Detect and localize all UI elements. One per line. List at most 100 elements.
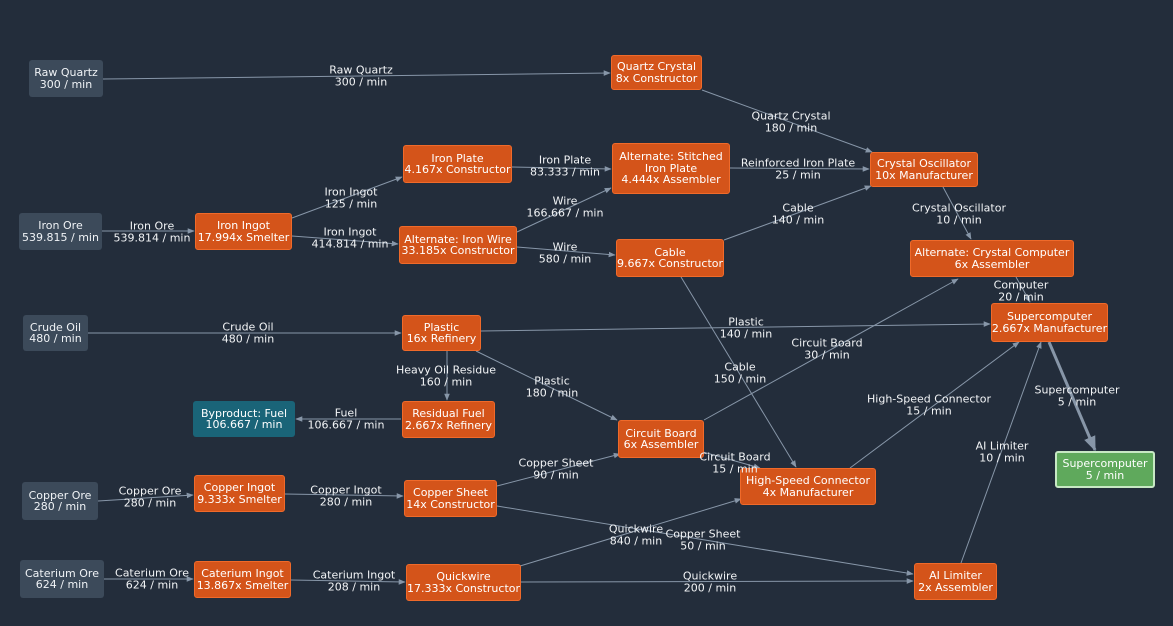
edge-label-cable-hsc: Cable 150 / min [713,360,767,385]
node-detail: 4.444x Assembler [621,173,721,187]
edge-circuit-hsc [702,451,761,469]
node-title: Alternate: Iron Wire [404,232,512,246]
node-detail: 33.185x Constructor [401,244,515,257]
edge-label-ai-limiter: AI Limiter 10 / min [975,439,1029,464]
node-crystal-oscillator[interactable]: Crystal Oscillator 10x Manufacturer [870,152,978,187]
node-title: Byproduct: Fuel [200,406,288,420]
node-title: Iron Ingot [217,219,270,232]
node-circuit-board[interactable]: Circuit Board 6x Assembler [618,420,704,458]
edge-label-iron-plate: Iron Plate 83.333 / min [530,153,600,178]
node-detail: 4.167x Constructor [404,163,511,176]
node-title: Caterium Ore [25,566,99,580]
edge-label-crude-oil: Crude Oil 480 / min [221,320,275,345]
node-alt-crystal-computer[interactable]: Alternate: Crystal Computer 6x Assembler [910,240,1074,277]
node-quartz-crystal[interactable]: Quartz Crystal 8x Constructor [611,55,702,90]
node-title: Caterium Ingot [201,567,284,580]
node-residual-fuel[interactable]: Residual Fuel 2.667x Refinery [402,401,495,438]
node-detail: 4x Manufacturer [762,485,854,499]
node-title: High-Speed Connector [746,474,870,487]
node-title: Cable [654,245,686,259]
edge-quickwire-ai [520,578,914,584]
node-title: AI Limiter [929,569,982,582]
node-title: Iron Plate [431,151,484,165]
node-title: Circuit Board [625,426,697,440]
edge-label-crystal-osc: Crystal Oscillator 10 / min [912,201,1006,226]
node-title: Crystal Oscillator [877,157,971,170]
node-copper-sheet[interactable]: Copper Sheet 14x Constructor [404,480,497,517]
node-alt-stitched-iron-plate[interactable]: Alternate: Stitched Iron Plate 4.444x As… [612,143,730,194]
edge-label-reinforced-iron-plate: Reinforced Iron Plate 25 / min [740,156,856,181]
node-title: Alternate: Crystal Computer [914,246,1070,259]
node-crude-oil[interactable]: Crude Oil 480 / min [23,315,88,351]
edge-label-supercomputer-out: Supercomputer 5 / min [1034,383,1120,408]
node-iron-ingot[interactable]: Iron Ingot 17.994x Smelter [195,213,292,250]
edge-label-plastic-super: Plastic 140 / min [719,315,773,340]
node-title: Residual Fuel [412,407,485,420]
node-title: Iron Ore [38,219,83,232]
node-caterium-ore[interactable]: Caterium Ore 624 / min [20,560,104,598]
node-raw-quartz[interactable]: Raw Quartz 300 / min [29,60,103,97]
node-title: Quickwire [436,570,491,583]
edge-label-quickwire-ai: Quickwire 200 / min [682,569,738,594]
edge-circuit-computer [703,278,959,421]
edge-label-plastic-circuit: Plastic 180 / min [525,374,579,399]
edge-iron-plate [511,166,612,172]
edge-copper-ingot [284,493,404,499]
node-title: Supercomputer [1062,457,1148,470]
node-copper-ore[interactable]: Copper Ore 280 / min [22,482,98,520]
node-rate: 106.667 / min [205,418,283,431]
edge-ai-limiter [960,341,1042,564]
edge-wire-stitched [516,187,612,233]
node-supercomputer[interactable]: Supercomputer 2.667x Manufacturer [991,303,1108,342]
node-title: Alternate: Stitched [619,150,723,164]
node-high-speed-connector[interactable]: High-Speed Connector 4x Manufacturer [740,468,876,505]
edge-label-copper-ore: Copper Ore 280 / min [118,484,182,509]
node-detail: 17.994x Smelter [197,230,290,244]
edge-label-wire-stitched: Wire 166.667 / min [526,194,604,219]
node-detail: 16x Refinery [406,332,477,345]
node-copper-ingot[interactable]: Copper Ingot 9.333x Smelter [194,475,285,512]
node-rate: 300 / min [39,77,93,91]
node-plastic[interactable]: Plastic 16x Refinery [402,315,481,351]
node-rate: 5 / min [1085,468,1125,482]
node-cable[interactable]: Cable 9.667x Constructor [616,239,724,277]
node-iron-plate[interactable]: Iron Plate 4.167x Constructor [403,145,512,183]
node-detail: 14x Constructor [406,497,495,511]
node-detail: 6x Assembler [623,438,699,451]
node-caterium-ingot[interactable]: Caterium Ingot 13.867x Smelter [194,561,291,598]
node-alt-iron-wire[interactable]: Alternate: Iron Wire 33.185x Constructor [399,226,517,264]
node-quickwire[interactable]: Quickwire 17.333x Constructor [406,564,521,601]
node-rate: 480 / min [29,332,82,345]
node-title: Copper Sheet [413,486,488,499]
edge-label-iron-ore: Iron Ore 539.814 / min [113,219,191,244]
edge-hsc-super [849,341,1020,469]
node-detail: 10x Manufacturer [875,168,973,182]
node-rate: 280 / min [33,500,87,513]
node-detail: 9.333x Smelter [197,492,282,506]
edge-label-quartz-crystal: Quartz Crystal 180 / min [751,109,831,134]
edge-label-iron-ingot-plate: Iron Ingot 125 / min [324,185,378,210]
edge-wire-cable [516,246,616,258]
edge-label-copper-sheet-ai: Copper Sheet 50 / min [665,527,741,552]
node-title-2: Iron Plate [644,161,698,175]
edge-label-caterium-ingot: Caterium Ingot 208 / min [312,568,396,593]
node-title: Quartz Crystal [616,60,697,73]
edge-label-circuit-hsc: Circuit Board 15 / min [699,450,771,475]
node-title: Raw Quartz [34,66,98,79]
node-iron-ore[interactable]: Iron Ore 539.815 / min [19,213,102,250]
node-supercomputer-output[interactable]: Supercomputer 5 / min [1055,451,1155,488]
node-byproduct-fuel[interactable]: Byproduct: Fuel 106.667 / min [193,401,295,437]
edge-label-raw-quartz: Raw Quartz 300 / min [329,63,393,88]
edge-copper-sheet-ai [496,505,914,576]
edge-label-copper-sheet-circuit: Copper Sheet 90 / min [518,456,594,481]
node-detail: 6x Assembler [954,257,1030,271]
node-title: Copper Ore [28,488,92,502]
edge-label-quickwire-hsc: Quickwire 840 / min [608,522,664,547]
edge-computer [1015,276,1031,303]
node-title: Plastic [423,320,460,334]
node-ai-limiter[interactable]: AI Limiter 2x Assembler [914,563,997,600]
edge-label-cable-osc: Cable 140 / min [771,201,825,226]
node-title: Crude Oil [29,320,82,334]
edge-label-copper-ingot: Copper Ingot 280 / min [310,483,382,508]
